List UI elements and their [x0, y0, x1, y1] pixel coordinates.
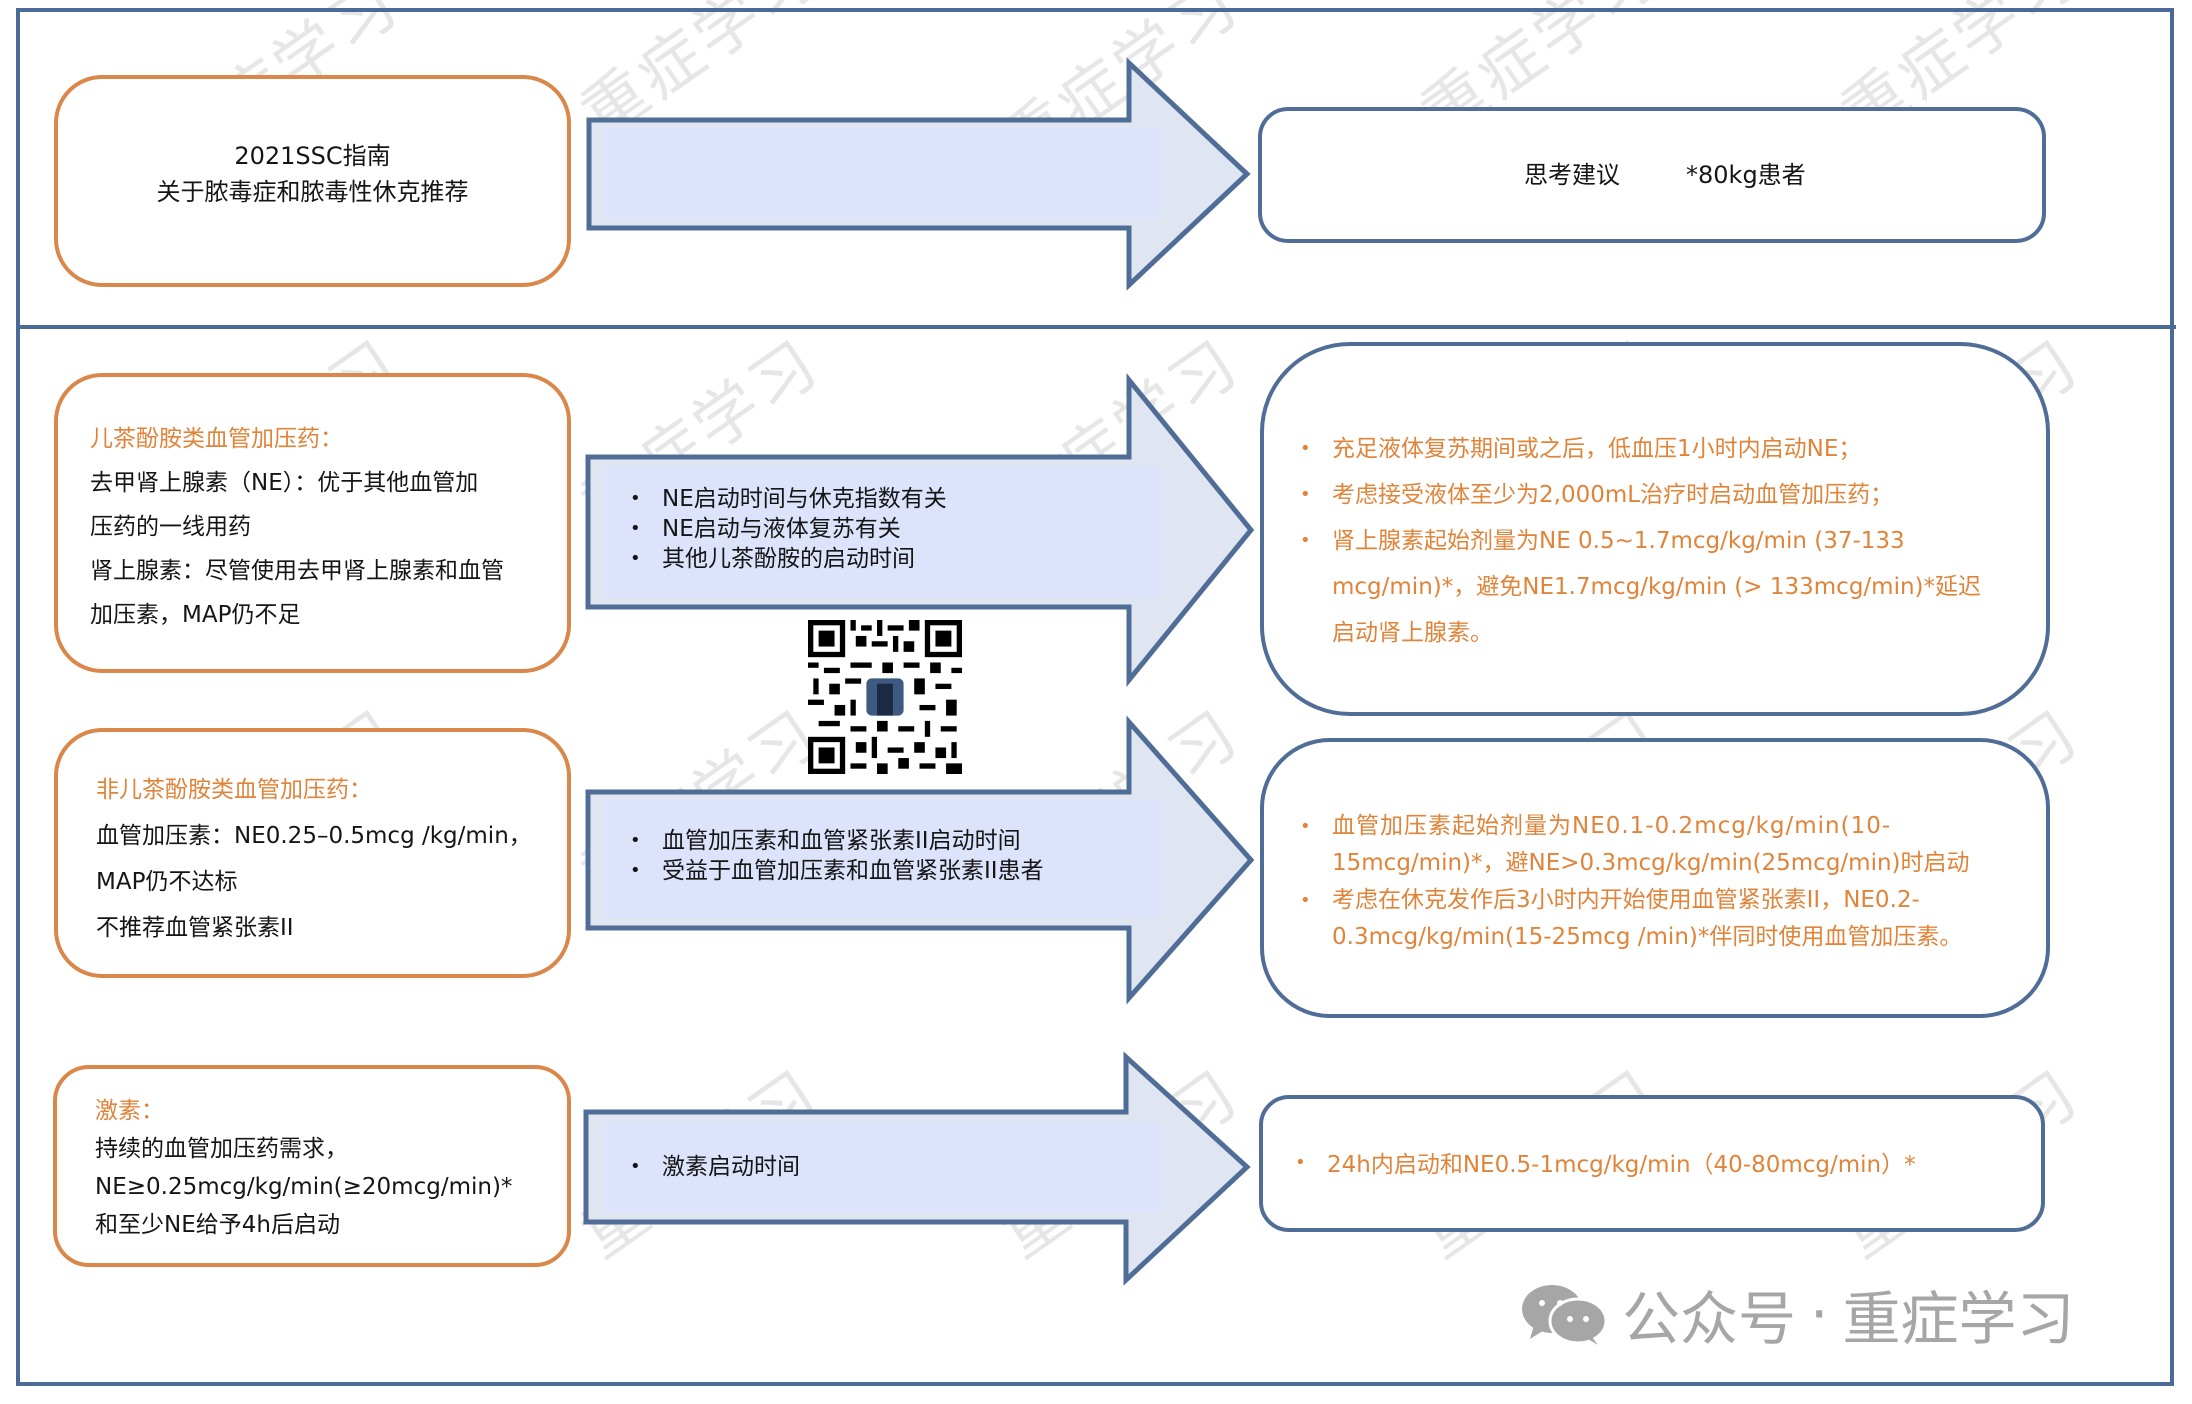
advice-header-box: 思考建议 *80kg患者: [1258, 107, 2046, 243]
catecholamine-line: 去甲肾上腺素（NE）：优于其他血管加: [90, 470, 479, 496]
hormone-title: 激素：: [95, 1098, 164, 1124]
advice-bullet: 考虑在休克发作后3小时内开始使用血管紧张素II，NE0.2- 0.3mcg/kg…: [1300, 882, 1970, 956]
hormone-line: 持续的血管加压药需求，: [95, 1136, 348, 1162]
advice-note: *80kg患者: [1686, 161, 1806, 189]
non-catecholamine-line: 血管加压素：NE0.25–0.5mcg /kg/min，: [96, 823, 532, 849]
footer-label: 公众号: [1622, 1285, 1797, 1353]
advice-bullet: 肾上腺素起始剂量为NE 0.5~1.7mcg/kg/min (37-133 mc…: [1300, 518, 1981, 656]
catecholamine-title: 儿茶酚胺类血管加压药：: [90, 426, 343, 452]
non-catecholamine-title: 非儿茶酚胺类血管加压药：: [96, 777, 372, 803]
non-catecholamine-box: 非儿茶酚胺类血管加压药： 血管加压素：NE0.25–0.5mcg /kg/min…: [54, 728, 571, 978]
catecholamine-line: 加压素，MAP仍不足: [90, 602, 301, 628]
arrow-bullet: 激素启动时间: [630, 1152, 800, 1182]
arrow-bullet: 其他儿茶酚胺的启动时间: [630, 544, 947, 574]
wechat-icon: [1522, 1285, 1608, 1345]
advice-label: 思考建议: [1524, 161, 1620, 189]
catecholamine-advice-box: 充足液体复苏期间或之后，低血压1小时内启动NE； 考虑接受液体至少为2,000m…: [1260, 342, 2050, 716]
arrow-header: [586, 57, 1251, 291]
catecholamine-line: 肾上腺素：尽管使用去甲肾上腺素和血管: [90, 558, 504, 584]
arrow-bullet: NE启动与液体复苏有关: [630, 514, 947, 544]
qr-code-icon: [808, 620, 962, 774]
guideline-subtitle: 关于脓毒症和脓毒性休克推荐: [156, 178, 469, 206]
arrow-row-2-text: 血管加压素和血管紧张素II启动时间 受益于血管加压素和血管紧张素II患者: [630, 826, 1044, 886]
advice-bullet-line: mcg/min)*，避免NE1.7mcg/kg/min (> 133mcg/mi…: [1332, 574, 1982, 600]
header-divider: [16, 325, 2176, 329]
hormone-advice-text: 24h内启动和NE0.5-1mcg/kg/min（40-80mcg/min）*: [1295, 1151, 1916, 1181]
arrow-row-3-text: 激素启动时间: [630, 1152, 800, 1182]
footer-separator: ·: [1810, 1280, 1829, 1348]
arrow-bullet: NE启动时间与休克指数有关: [630, 484, 947, 514]
guideline-title: 2021SSC指南: [234, 142, 391, 170]
footer-account: 重症学习: [1842, 1285, 2075, 1353]
advice-bullet-line: 0.3mcg/kg/min(15-25mcg /min)*伴同时使用血管加压素。: [1332, 924, 1963, 950]
advice-bullet: 充足液体复苏期间或之后，低血压1小时内启动NE；: [1300, 426, 1981, 472]
advice-bullet-line: 肾上腺素起始剂量为NE 0.5~1.7mcg/kg/min (37-133: [1332, 528, 1905, 554]
arrow-bullet: 血管加压素和血管紧张素II启动时间: [630, 826, 1044, 856]
non-catecholamine-advice-box: 血管加压素起始剂量为NE0.1-0.2mcg/kg/min(10- 15mcg/…: [1260, 738, 2050, 1018]
wechat-footer: 公众号 · 重症学习: [1520, 1280, 2074, 1353]
hormone-box: 激素： 持续的血管加压药需求， NE≥0.25mcg/kg/min(≥20mcg…: [53, 1065, 571, 1267]
advice-bullet: 24h内启动和NE0.5-1mcg/kg/min（40-80mcg/min）*: [1295, 1151, 1916, 1181]
non-catecholamine-line: MAP仍不达标: [96, 869, 238, 895]
arrow-row-3: [583, 1051, 1251, 1286]
hormone-line: 和至少NE给予4h后启动: [95, 1212, 340, 1238]
catecholamine-box: 儿茶酚胺类血管加压药： 去甲肾上腺素（NE）：优于其他血管加 压药的一线用药 肾…: [54, 373, 571, 673]
hormone-advice-box: 24h内启动和NE0.5-1mcg/kg/min（40-80mcg/min）*: [1259, 1095, 2045, 1232]
advice-bullet: 血管加压素起始剂量为NE0.1-0.2mcg/kg/min(10- 15mcg/…: [1300, 808, 1970, 882]
advice-bullet-line: 启动肾上腺素。: [1332, 620, 1493, 646]
arrow-bullet: 受益于血管加压素和血管紧张素II患者: [630, 856, 1044, 886]
advice-bullet-line: 15mcg/min)*，避NE>0.3mcg/kg/min(25mcg/min)…: [1332, 850, 1970, 876]
advice-bullet-line: 考虑在休克发作后3小时内开始使用血管紧张素II，NE0.2-: [1332, 887, 1920, 913]
hormone-line: NE≥0.25mcg/kg/min(≥20mcg/min)*: [95, 1174, 513, 1200]
catecholamine-advice-text: 充足液体复苏期间或之后，低血压1小时内启动NE； 考虑接受液体至少为2,000m…: [1300, 426, 1981, 656]
catecholamine-line: 压药的一线用药: [90, 514, 251, 540]
arrow-row-1-text: NE启动时间与休克指数有关 NE启动与液体复苏有关 其他儿茶酚胺的启动时间: [630, 484, 947, 574]
non-catecholamine-advice-text: 血管加压素起始剂量为NE0.1-0.2mcg/kg/min(10- 15mcg/…: [1300, 808, 1970, 956]
guideline-title-box: 2021SSC指南 关于脓毒症和脓毒性休克推荐: [54, 75, 571, 287]
outer-frame: [16, 8, 2174, 1386]
advice-bullet: 考虑接受液体至少为2,000mL治疗时启动血管加压药；: [1300, 472, 1981, 518]
non-catecholamine-line: 不推荐血管紧张素II: [96, 915, 294, 941]
advice-bullet-line: 血管加压素起始剂量为NE0.1-0.2mcg/kg/min(10-: [1332, 813, 1892, 839]
